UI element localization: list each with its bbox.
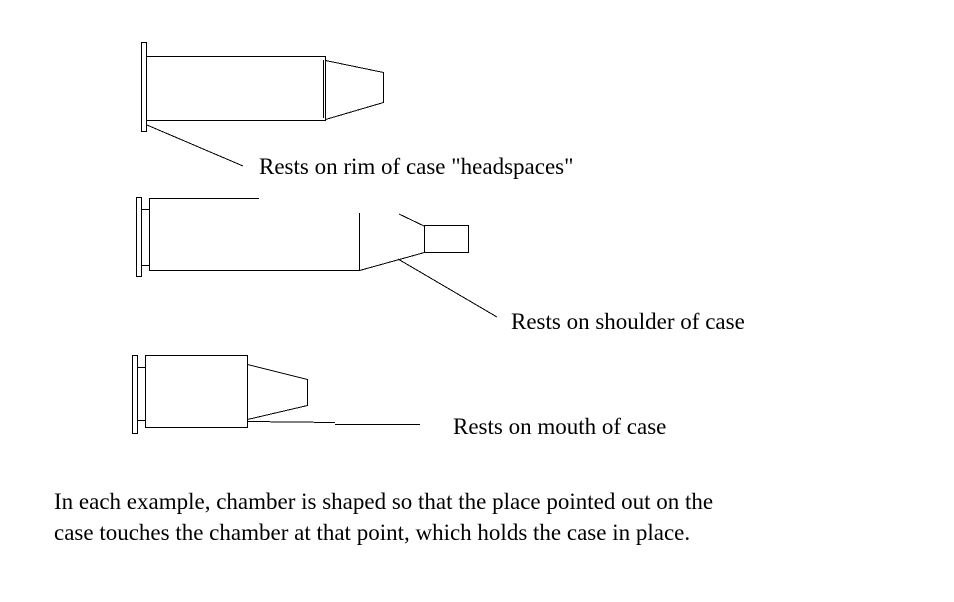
- case-body: [149, 198, 360, 271]
- bottleneck-cartridge: [136, 197, 498, 318]
- rim: [136, 197, 142, 277]
- extractor-groove: [137, 367, 146, 421]
- rim: [141, 42, 147, 132]
- label-rim: Rests on rim of case "headspaces": [259, 154, 574, 179]
- leader-line-rim: [146, 124, 244, 167]
- case-body: [146, 56, 326, 121]
- rimless-straight-cartridge: [132, 355, 420, 434]
- extractor-groove: [141, 209, 150, 266]
- neck-upper-line: [398, 213, 425, 227]
- caption-line-2: case touches the chamber at that point, …: [54, 520, 691, 545]
- shoulder: [359, 252, 425, 271]
- label-mouth: Rests on mouth of case: [453, 414, 667, 439]
- label-shoulder: Rests on shoulder of case: [511, 309, 745, 334]
- rimmed-cartridge: [141, 42, 384, 167]
- case-mouth-leader: [247, 421, 336, 423]
- caption-line-1: In each example, chamber is shaped so th…: [54, 489, 714, 514]
- bullet: [325, 59, 384, 121]
- caption: In each example, chamber is shaped so th…: [54, 486, 713, 548]
- rim: [132, 355, 138, 434]
- bullet: [247, 363, 308, 421]
- case-body: [145, 355, 248, 428]
- leader-line-shoulder: [397, 258, 498, 318]
- case-neck: [424, 225, 469, 253]
